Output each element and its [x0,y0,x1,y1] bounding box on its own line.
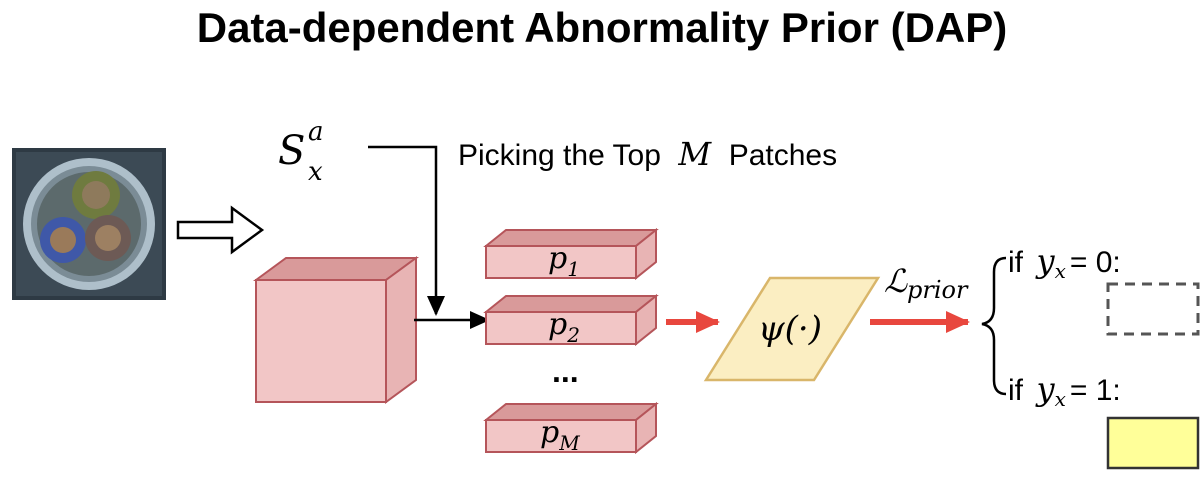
patch-1-label: p1 [548,241,580,281]
case-brace [981,256,1007,396]
case-1-label: if yx= 1: [1008,370,1121,411]
patch-2-label: p2 [548,307,580,347]
hollow-arrow-icon [176,205,265,255]
score-label: S [278,128,305,174]
patch-m [483,401,659,455]
input-image [12,148,166,300]
score-connector [368,145,445,316]
case-0-label: if yx= 0: [1008,242,1121,283]
feature-cube [252,256,420,404]
psi-function-box [703,276,881,382]
score-label-sup: a [308,117,324,147]
patch-2 [483,293,659,347]
normal-target-box [1106,282,1200,336]
patch-ellipsis: ... [552,353,579,389]
patch-1 [483,227,659,281]
score-label-sub: x [308,157,323,187]
psi-label: ψ(·) [758,309,822,349]
patch-m-label: pM [540,415,580,455]
loss-label: ℒprior [884,262,969,304]
picking-label: Picking the Top M Patches [458,135,837,173]
page-title: Data-dependent Abnormality Prior (DAP) [196,4,1008,51]
abnormal-target-box [1106,416,1200,470]
